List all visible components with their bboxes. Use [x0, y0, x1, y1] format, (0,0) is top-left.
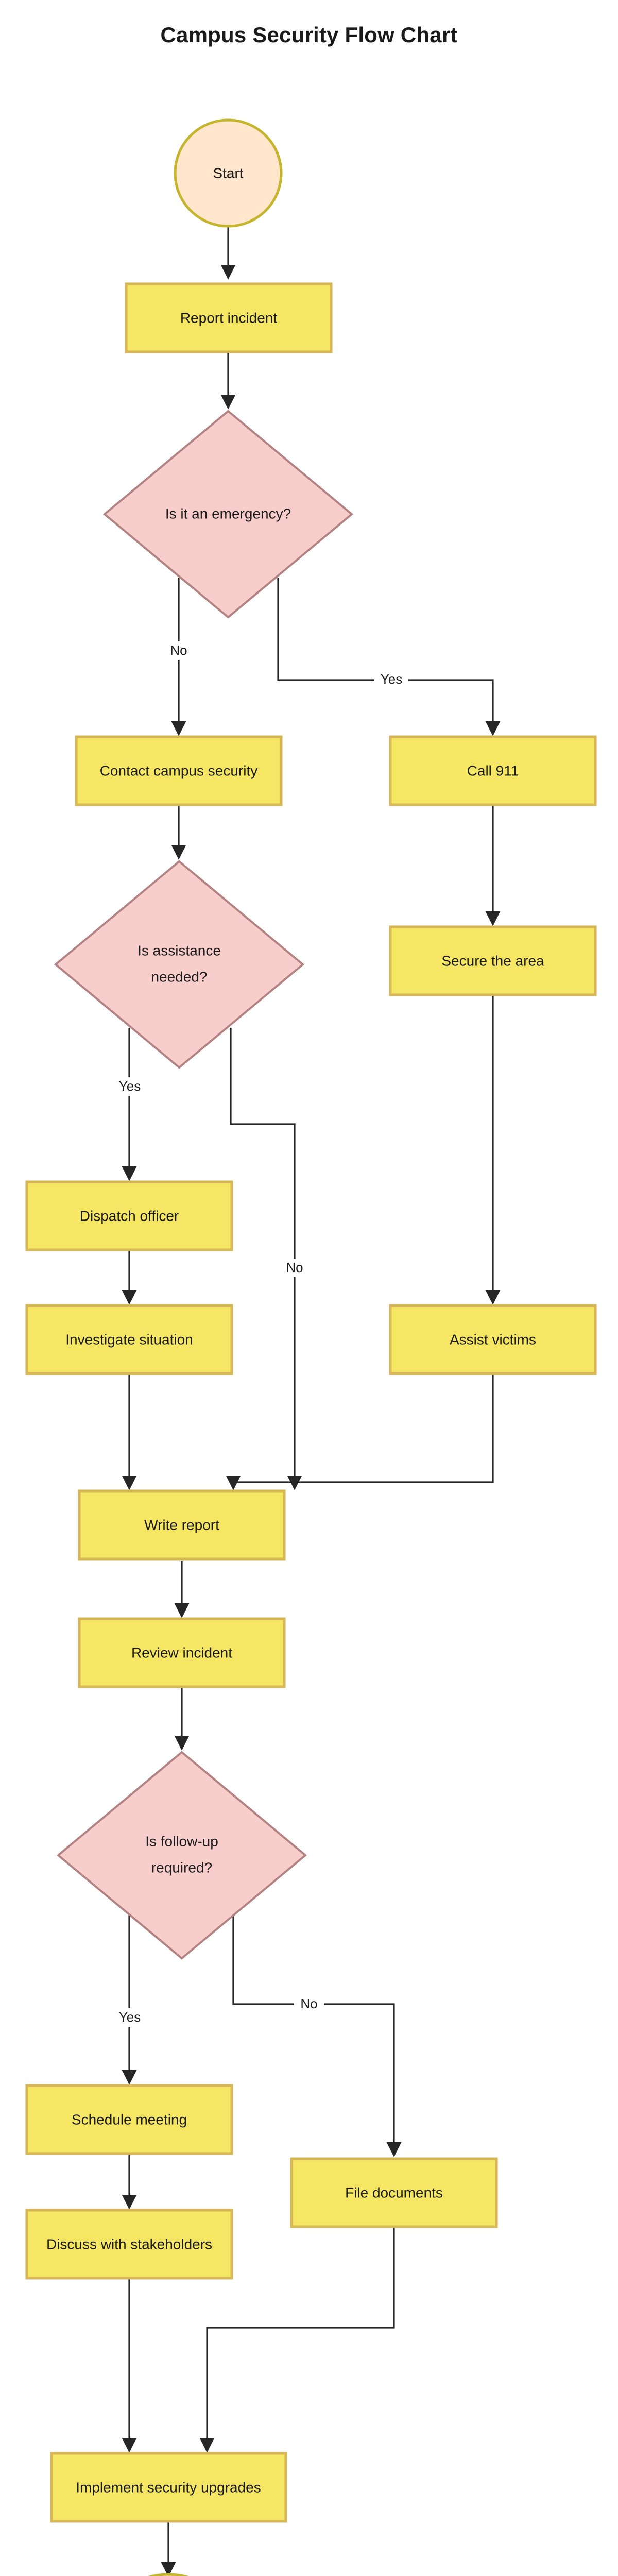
node-label: Schedule meeting: [72, 2111, 187, 2127]
edge-is-assistance-no-to-write-report: [230, 1028, 302, 1490]
implement-upgrades-shape[interactable]: [50, 2452, 287, 2523]
edge-is-emergency-yes-to-call-911: [277, 578, 501, 736]
node-implement-upgrades[interactable]: Implement security upgrades: [50, 2452, 287, 2523]
edge-label-assistance-yes: Yes: [113, 1077, 147, 1096]
assist-victims-shape[interactable]: [389, 1304, 597, 1375]
node-label: Is follow-up: [145, 1833, 218, 1849]
node-dispatch-officer[interactable]: Dispatch officer: [25, 1180, 233, 1251]
edge-label-text: Yes: [119, 2009, 141, 2025]
node-label: Discuss with stakeholders: [46, 2236, 212, 2252]
node-label: Report incident: [180, 310, 278, 326]
node-report-incident[interactable]: Report incident: [125, 282, 333, 353]
call-911-shape[interactable]: [389, 735, 597, 806]
node-contact-security[interactable]: Contact campus security: [75, 735, 283, 806]
edge-label-text: Yes: [119, 1078, 141, 1094]
edge-label-text: Yes: [381, 671, 402, 687]
node-file-documents[interactable]: File documents: [290, 2157, 498, 2228]
is-assistance-shape[interactable]: [54, 860, 305, 1069]
node-label: Is assistance: [138, 942, 221, 958]
edge-label-text: No: [286, 1260, 303, 1275]
edge-label-text: No: [300, 1996, 317, 2011]
node-label-line2: needed?: [151, 969, 207, 985]
edge-label-followup-yes: Yes: [113, 2008, 147, 2027]
node-label: Is it an emergency?: [165, 505, 291, 521]
node-discuss-stakeholders[interactable]: Discuss with stakeholders: [25, 2209, 233, 2280]
edge-is-followup-no-to-file-documents: [232, 1904, 402, 2157]
schedule-meeting-shape[interactable]: [25, 2084, 233, 2155]
edges-layer: [122, 225, 501, 2576]
investigate-situation-shape[interactable]: [25, 1304, 233, 1375]
is-emergency-shape[interactable]: [102, 410, 354, 619]
node-label: Review incident: [131, 1645, 232, 1660]
edge-label-emergency-yes: Yes: [374, 671, 408, 689]
edge-labels-layer: No Yes Yes No Yes No: [113, 641, 408, 2027]
node-assist-victims[interactable]: Assist victims: [389, 1304, 597, 1375]
report-incident-shape[interactable]: [125, 282, 333, 353]
node-schedule-meeting[interactable]: Schedule meeting: [25, 2084, 233, 2155]
node-label: Contact campus security: [100, 762, 258, 778]
node-is-emergency[interactable]: Is it an emergency?: [102, 410, 354, 619]
edge-label-assistance-no: No: [280, 1259, 310, 1277]
node-label: Call 911: [467, 762, 519, 778]
node-call-911[interactable]: Call 911: [389, 735, 597, 806]
file-documents-shape[interactable]: [290, 2157, 498, 2228]
node-write-report[interactable]: Write report: [78, 1489, 286, 1561]
page-title: Campus Security Flow Chart: [160, 23, 458, 47]
node-secure-area[interactable]: Secure the area: [389, 925, 597, 996]
node-end[interactable]: End: [117, 2573, 219, 2576]
review-incident-shape[interactable]: [78, 1617, 286, 1688]
node-label: Investigate situation: [65, 1331, 193, 1347]
write-report-shape[interactable]: [78, 1489, 286, 1561]
edge-file-documents-to-implement-upgrades: [199, 2227, 395, 2453]
node-investigate-situation[interactable]: Investigate situation: [25, 1304, 233, 1375]
nodes-layer: Start Report incident Is it an emergency…: [25, 118, 597, 2576]
node-label: Implement security upgrades: [76, 2479, 261, 2495]
dispatch-officer-shape[interactable]: [25, 1180, 233, 1251]
node-label: File documents: [345, 2184, 443, 2200]
node-label: Secure the area: [441, 953, 544, 969]
edge-label-followup-no: No: [294, 1995, 324, 2013]
is-followup-shape[interactable]: [56, 1751, 307, 1960]
end-terminal-shape[interactable]: [117, 2573, 219, 2576]
edge-label-text: No: [170, 642, 187, 658]
edge-label-emergency-no: No: [163, 641, 193, 660]
node-label: Dispatch officer: [80, 1208, 179, 1224]
node-label: Start: [213, 165, 243, 181]
edge-assist-victims-to-write-report: [226, 1375, 494, 1490]
node-review-incident[interactable]: Review incident: [78, 1617, 286, 1688]
node-label: Assist victims: [450, 1331, 536, 1347]
contact-security-shape[interactable]: [75, 735, 283, 806]
discuss-stakeholders-shape[interactable]: [25, 2209, 233, 2280]
secure-area-shape[interactable]: [389, 925, 597, 996]
node-label: Write report: [144, 1517, 219, 1533]
node-start[interactable]: Start: [174, 118, 283, 228]
node-label-line2: required?: [151, 1859, 212, 1875]
start-terminal-shape[interactable]: [174, 118, 283, 228]
node-is-assistance[interactable]: Is assistance needed?: [54, 860, 305, 1069]
node-is-followup[interactable]: Is follow-up required?: [56, 1751, 307, 1960]
